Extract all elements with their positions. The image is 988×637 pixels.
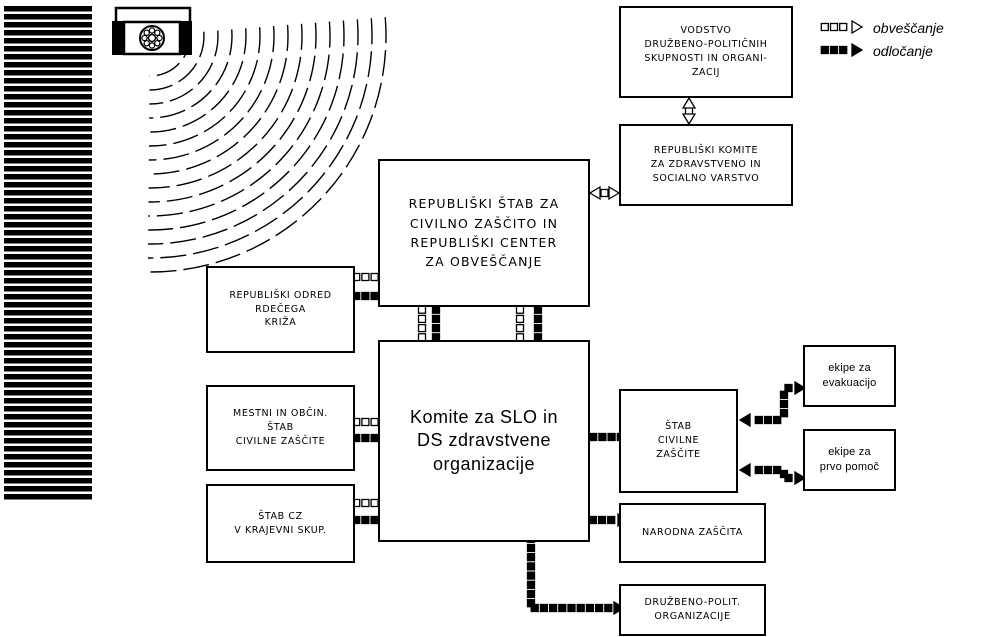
box-komite-slo-label: Komite za SLO in DS zdravstvene organiza… [410, 406, 558, 476]
box-stab-civilne-zascite: ŠTAB CIVILNE ZAŠČITE [619, 389, 738, 493]
box-ekipe-prvo-pomoc: ekipe za prvo pomoč [803, 429, 896, 491]
box-narodna-label: NARODNA ZAŠČITA [642, 526, 743, 540]
sound-bar-icon [4, 6, 92, 500]
box-republiski-komite-label: REPUBLIŠKI KOMITE ZA ZDRAVSTVENO IN SOCI… [651, 144, 762, 185]
box-vodstvo-label: VODSTVO DRUŽBENO-POLITIČNIH SKUPNOSTI IN… [644, 24, 767, 79]
box-stab-cz: ŠTAB CZ V KRAJEVNI SKUP. [206, 484, 355, 563]
box-ekipe-evakuacijo-label: ekipe za evakuacijo [823, 361, 877, 391]
box-narodna-zascita: NARODNA ZAŠČITA [619, 503, 766, 563]
box-republiski-stab: REPUBLIŠKI ŠTAB ZA CIVILNO ZAŠČITO IN RE… [378, 159, 590, 307]
box-stab-cz-label: ŠTAB CZ V KRAJEVNI SKUP. [234, 510, 327, 538]
box-druzbeno-polit: DRUŽBENO-POLIT. ORGANIZACIJE [619, 584, 766, 636]
box-republiski-stab-label: REPUBLIŠKI ŠTAB ZA CIVILNO ZAŠČITO IN RE… [409, 194, 560, 272]
box-odred-rdecega-kriza: REPUBLIŠKI ODRED RDEČEGA KRIŽA [206, 266, 355, 353]
box-republiski-komite: REPUBLIŠKI KOMITE ZA ZDRAVSTVENO IN SOCI… [619, 124, 793, 206]
box-ekipe-evakuacijo: ekipe za evakuacijo [803, 345, 896, 407]
box-mestni-label: MESTNI IN OBČIN. ŠTAB CIVILNE ZAŠČITE [233, 407, 328, 448]
legend-decide-label: odločanje [873, 43, 933, 59]
box-vodstvo: VODSTVO DRUŽBENO-POLITIČNIH SKUPNOSTI IN… [619, 6, 793, 98]
box-stab-civilne-label: ŠTAB CIVILNE ZAŠČITE [656, 420, 700, 461]
box-mestni-stab: MESTNI IN OBČIN. ŠTAB CIVILNE ZAŠČITE [206, 385, 355, 471]
box-ekipe-pomoc-label: ekipe za prvo pomoč [820, 445, 879, 475]
box-druzbeno-label: DRUŽBENO-POLIT. ORGANIZACIJE [644, 596, 740, 624]
legend-inform-label: obveščanje [873, 20, 944, 36]
sound-waves [148, 17, 386, 272]
siren-speaker-icon [112, 8, 192, 55]
box-odred-label: REPUBLIŠKI ODRED RDEČEGA KRIŽA [229, 289, 331, 330]
box-komite-slo: Komite za SLO in DS zdravstvene organiza… [378, 340, 590, 542]
